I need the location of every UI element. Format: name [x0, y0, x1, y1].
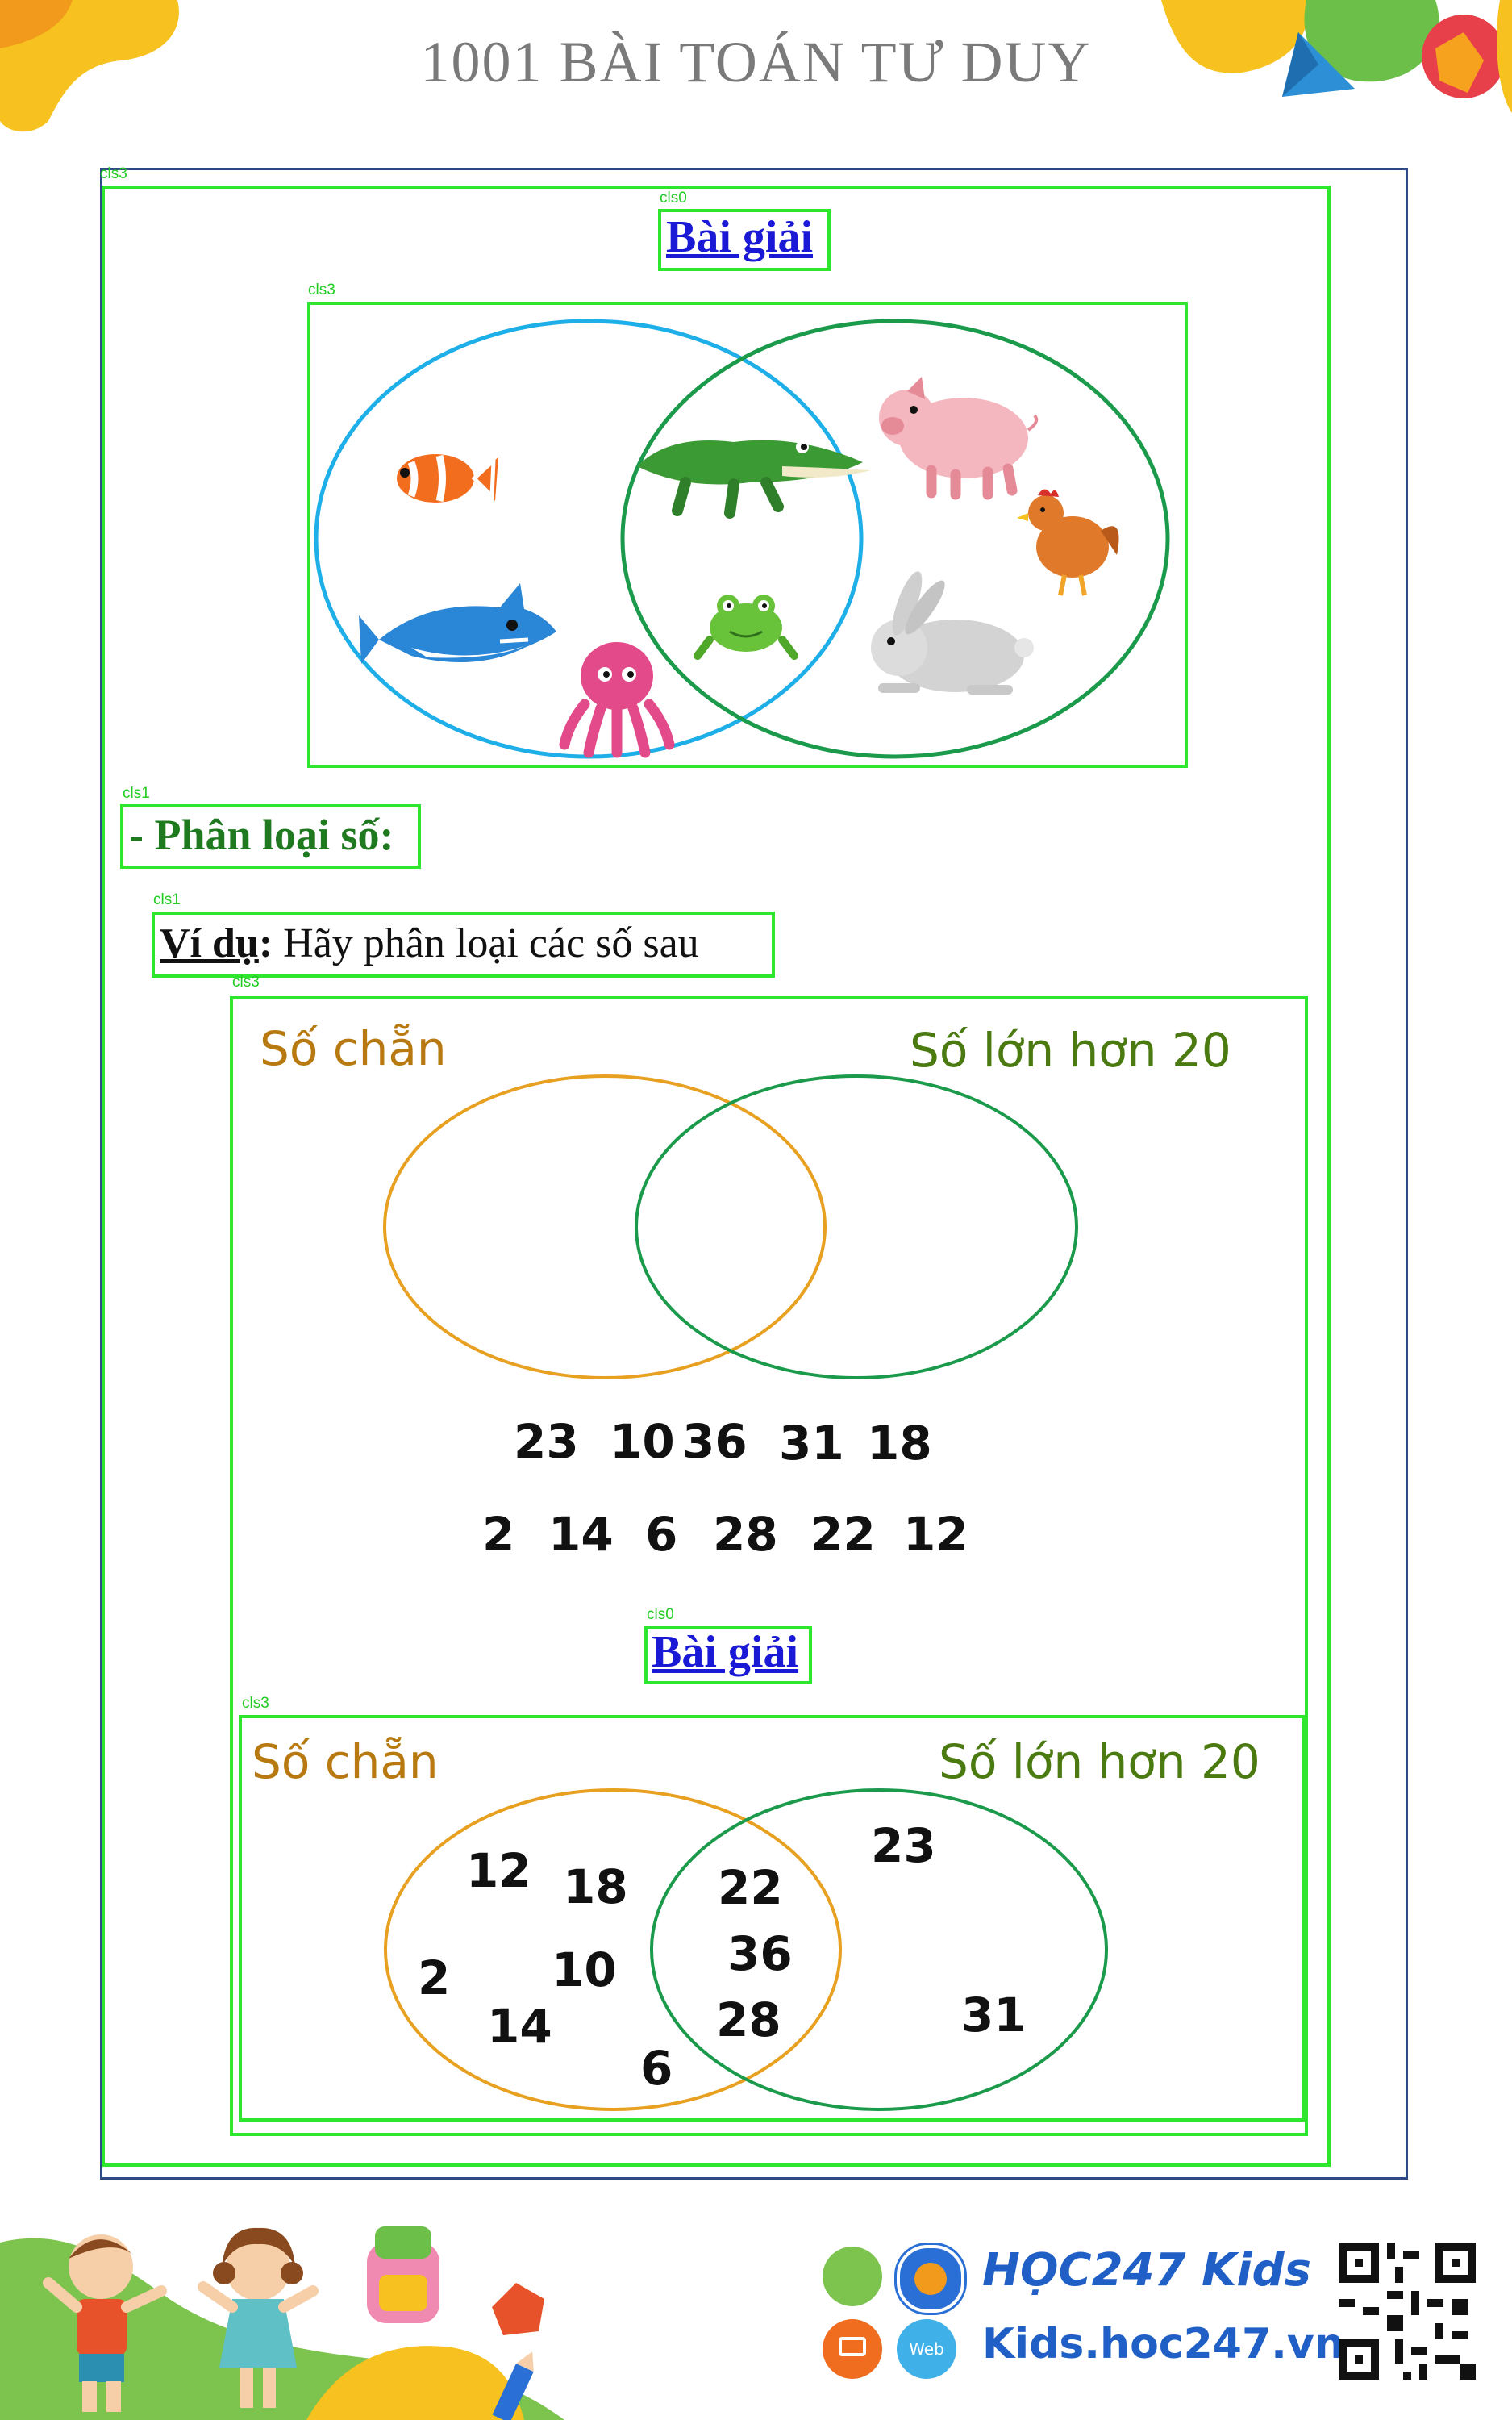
answer-number-even: 2 — [418, 1951, 451, 2005]
answer-number-both: 28 — [716, 1992, 781, 2047]
question-venn-right-ring — [635, 1074, 1078, 1379]
brand-logo[interactable]: HỌC247 Kids — [982, 2244, 1311, 2297]
question-venn-diagram — [383, 1074, 1078, 1379]
detection-label-question-area: cls3 — [232, 974, 260, 991]
example-lead: Ví dụ — [160, 920, 259, 966]
web-badge-icon[interactable]: Web — [897, 2319, 956, 2379]
question-number: 14 — [548, 1507, 614, 1562]
answer-number-even: 10 — [552, 1942, 617, 1997]
answer-number-even: 14 — [487, 1999, 552, 2054]
detection-label-example: cls1 — [153, 891, 181, 908]
detection-label-main: cls3 — [100, 165, 127, 182]
rabbit-icon — [871, 571, 1034, 695]
detection-box-question-area — [230, 996, 1308, 2136]
answer-number-greater: 31 — [961, 1988, 1027, 2042]
detection-box-heading-1 — [658, 209, 831, 271]
girl-icon — [198, 2227, 319, 2408]
clownfish-icon — [397, 454, 498, 503]
header-blob-left — [0, 0, 179, 132]
question-number: 31 — [779, 1416, 844, 1471]
site-url[interactable]: Kids.hoc247.vn — [982, 2320, 1344, 2368]
desktop-badge-icon[interactable] — [823, 2319, 882, 2379]
detection-label-answer-venn: cls3 — [242, 1695, 269, 1712]
footer-kids-illustration — [0, 2226, 564, 2420]
answer-number-even: 6 — [640, 2041, 673, 2096]
example-text: Hãy phân loại các số sau — [273, 920, 699, 966]
animal-venn-diagram — [314, 319, 1170, 759]
answer-number-even: 18 — [563, 1859, 628, 1914]
answer-venn-right-label: Số lớn hơn 20 — [939, 1734, 1260, 1789]
octopus-icon — [559, 642, 675, 758]
detection-box-example — [152, 912, 775, 978]
detection-box-answer-venn — [239, 1715, 1305, 2122]
question-venn-left-label: Số chẵn — [260, 1021, 447, 1076]
pentagon-shape-icon — [492, 2283, 544, 2335]
answer-number-even: 12 — [466, 1843, 531, 1898]
pig-icon — [879, 377, 1039, 500]
frog-icon — [694, 595, 798, 660]
backpack-icon — [367, 2226, 439, 2323]
qr-code-icon[interactable] — [1339, 2243, 1476, 2380]
mascot-badge-icon[interactable] — [897, 2245, 964, 2313]
section-title: - Phân loại số: — [129, 811, 394, 859]
page-header-title: 1001 BÀI TOÁN TƯ DUY — [420, 30, 1092, 94]
question-number: 23 — [514, 1414, 579, 1469]
detection-box-animal-venn — [307, 302, 1188, 768]
pencil-icon — [492, 2351, 534, 2420]
question-number: 36 — [682, 1414, 748, 1469]
detection-box-section — [120, 804, 421, 869]
answer-number-greater: 23 — [871, 1818, 936, 1873]
question-number: 18 — [867, 1416, 932, 1471]
detection-label-heading-2: cls0 — [647, 1606, 674, 1623]
question-number: 28 — [713, 1507, 778, 1562]
web-badge-label: Web — [909, 2339, 944, 2359]
question-number: 10 — [610, 1414, 675, 1469]
animal-venn-right-ring — [620, 319, 1170, 759]
header-shapes-right — [1161, 0, 1512, 113]
answer-venn-left-label: Số chẵn — [252, 1734, 439, 1789]
answer-venn-left-ring — [384, 1788, 842, 2111]
example-instruction: Ví dụ: Hãy phân loại các số sau — [160, 920, 699, 967]
detection-label-section: cls1 — [123, 785, 150, 802]
question-number: 12 — [903, 1507, 968, 1562]
example-colon: : — [258, 920, 273, 966]
question-venn-left-ring — [383, 1074, 827, 1379]
question-number: 6 — [645, 1507, 678, 1562]
crocodile-icon — [637, 440, 871, 519]
chicken-icon — [1017, 489, 1119, 596]
detection-box-heading-2 — [644, 1626, 812, 1684]
boy-icon — [43, 2234, 167, 2412]
question-number: 22 — [810, 1507, 876, 1562]
answer-venn-diagram — [384, 1788, 1108, 2111]
shark-icon — [359, 583, 556, 664]
solution-heading-2[interactable]: Bài giải — [652, 1627, 799, 1677]
app-store-badge-icon[interactable] — [823, 2247, 882, 2306]
detection-label-animal-venn: cls3 — [308, 282, 335, 298]
answer-number-both: 22 — [718, 1860, 783, 1915]
detection-box-main — [102, 186, 1331, 2167]
question-venn-right-label: Số lớn hơn 20 — [910, 1023, 1231, 1078]
question-number: 2 — [482, 1507, 515, 1562]
content-frame — [100, 168, 1408, 2180]
answer-venn-right-ring — [650, 1788, 1108, 2111]
solution-heading-1[interactable]: Bài giải — [666, 212, 814, 262]
detection-label-heading-1: cls0 — [660, 190, 687, 207]
answer-number-both: 36 — [727, 1926, 793, 1981]
